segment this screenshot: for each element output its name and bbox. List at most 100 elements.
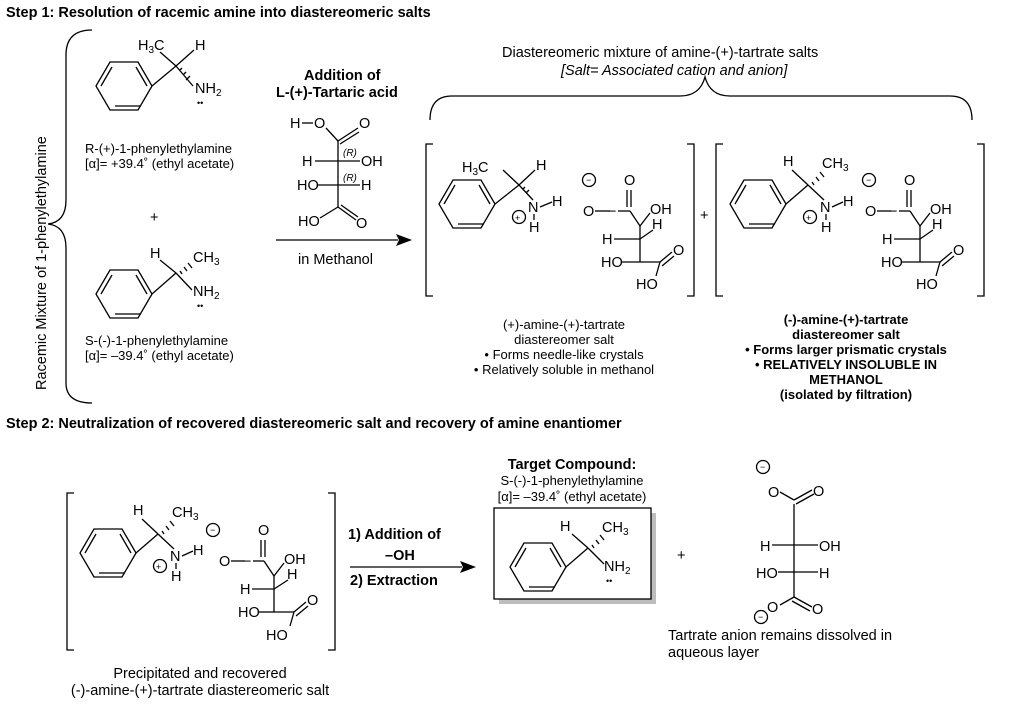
svg-text:O: O bbox=[767, 600, 778, 616]
svg-text:H: H bbox=[760, 539, 770, 555]
salt2-tartrate-anion: − O − O OH H H HO O HO bbox=[861, 172, 964, 293]
s-amine-name: S-(-)-1-phenylethylamine bbox=[85, 333, 228, 348]
svg-text:+: + bbox=[156, 562, 161, 572]
racemic-label: Racemic Mixture of 1-phenylethylamine bbox=[34, 136, 50, 390]
hashed-wedge bbox=[161, 520, 175, 535]
svg-text:H: H bbox=[302, 154, 312, 170]
svg-text:O: O bbox=[673, 243, 684, 259]
reaction-arrow-2-head bbox=[460, 561, 476, 573]
plus-sign-step2: + bbox=[677, 548, 685, 564]
r-amine-structure: H3C H NH2 •• bbox=[95, 38, 222, 111]
svg-text:−: − bbox=[210, 525, 215, 535]
svg-text:HO: HO bbox=[636, 277, 658, 293]
plus-sign: + bbox=[150, 210, 158, 226]
svg-text:H: H bbox=[783, 154, 793, 170]
svg-text:N: N bbox=[820, 200, 830, 216]
salt2-cation: H CH3 N H H + bbox=[729, 154, 853, 236]
svg-text:H: H bbox=[932, 217, 942, 233]
svg-text:H: H bbox=[821, 220, 831, 236]
svg-text:H: H bbox=[602, 232, 612, 248]
anion-label-1: Tartrate anion remains dissolved in bbox=[668, 628, 892, 644]
recovered-label-1: Precipitated and recovered bbox=[113, 666, 286, 682]
acid-label-1: Addition of bbox=[304, 68, 381, 84]
svg-text:O: O bbox=[904, 173, 915, 189]
svg-text:O: O bbox=[865, 204, 876, 220]
svg-text:H: H bbox=[560, 519, 570, 535]
svg-text:H: H bbox=[240, 582, 250, 598]
svg-text:−: − bbox=[243, 554, 251, 570]
svg-text:H: H bbox=[133, 503, 143, 519]
svg-text:−: − bbox=[586, 175, 591, 185]
svg-text:H: H bbox=[195, 38, 205, 54]
reaction-arrow-1-head bbox=[396, 234, 412, 246]
svg-text:O: O bbox=[307, 593, 318, 609]
svg-text:N: N bbox=[170, 549, 180, 565]
svg-text:(isolated by filtration): (isolated by filtration) bbox=[780, 387, 912, 402]
recovered-bracket-right bbox=[328, 492, 336, 651]
recovered-cation: H CH3 N H H + bbox=[79, 503, 203, 585]
mixture-brace bbox=[429, 74, 973, 121]
recovered-bracket-left bbox=[66, 492, 74, 651]
svg-text:METHANOL: METHANOL bbox=[809, 372, 883, 387]
svg-text:••: •• bbox=[606, 576, 612, 586]
svg-text:••: •• bbox=[197, 98, 203, 108]
svg-text:CH3: CH3 bbox=[822, 156, 849, 174]
hashed-wedge bbox=[179, 262, 193, 275]
r-amine-name: R-(+)-1-phenylethylamine bbox=[85, 141, 232, 156]
svg-text:O: O bbox=[359, 116, 370, 132]
svg-text:HO: HO bbox=[266, 628, 288, 644]
svg-text:diastereomer salt: diastereomer salt bbox=[792, 327, 900, 342]
svg-text:O: O bbox=[356, 216, 367, 232]
salt1-cation: H3C H N H H + bbox=[438, 158, 562, 236]
svg-text:−: − bbox=[758, 612, 763, 622]
svg-text:OH: OH bbox=[361, 154, 383, 170]
svg-text:(R): (R) bbox=[343, 148, 357, 159]
recovered-tartrate-anion: − O − O OH H H HO O HO bbox=[205, 522, 318, 644]
svg-text:diastereomer salt: diastereomer salt bbox=[514, 332, 614, 347]
anion-label-2: aqueous layer bbox=[668, 645, 759, 661]
step1-title: Step 1: Resolution of racemic amine into… bbox=[6, 5, 431, 21]
svg-text:CH3: CH3 bbox=[602, 520, 629, 538]
svg-text:+: + bbox=[515, 213, 520, 223]
reagent-label-2: –OH bbox=[385, 548, 415, 564]
svg-text:HO: HO bbox=[756, 566, 778, 582]
svg-text:H: H bbox=[882, 232, 892, 248]
svg-text:H: H bbox=[171, 569, 181, 585]
svg-text:−: − bbox=[866, 175, 871, 185]
salt2-bracket-left bbox=[715, 143, 723, 297]
solvent-label: in Methanol bbox=[298, 252, 373, 268]
mixture-label-1: Diastereomeric mixture of amine-(+)-tart… bbox=[502, 45, 818, 61]
svg-text:HO: HO bbox=[916, 277, 938, 293]
svg-text:OH: OH bbox=[284, 552, 306, 568]
svg-text:H: H bbox=[529, 220, 539, 236]
svg-text:(R): (R) bbox=[343, 173, 357, 184]
svg-text:OH: OH bbox=[819, 539, 841, 555]
s-amine-rotation: [α]= –39.4˚ (ethyl acetate) bbox=[85, 348, 234, 363]
svg-text:−: − bbox=[608, 204, 616, 220]
svg-text:H3C: H3C bbox=[462, 160, 489, 178]
mixture-label-2: [Salt= Associated cation and anion] bbox=[560, 63, 788, 79]
svg-text:(+)-amine-(+)-tartrate: (+)-amine-(+)-tartrate bbox=[503, 317, 625, 332]
svg-text:O: O bbox=[314, 116, 325, 132]
svg-text:CH3: CH3 bbox=[172, 505, 199, 523]
svg-text:• Forms larger prismatic cryst: • Forms larger prismatic crystals bbox=[745, 342, 947, 357]
svg-text:O: O bbox=[812, 602, 823, 618]
svg-text:O: O bbox=[583, 204, 594, 220]
svg-text:H: H bbox=[652, 217, 662, 233]
salt1-bracket-right bbox=[687, 143, 695, 297]
svg-text:−: − bbox=[760, 462, 765, 472]
svg-text:O: O bbox=[953, 243, 964, 259]
salt1-description: (+)-amine-(+)-tartrate diastereomer salt… bbox=[474, 317, 654, 377]
svg-text:NH2: NH2 bbox=[193, 284, 220, 302]
svg-text:HO: HO bbox=[238, 605, 260, 621]
svg-text:HO: HO bbox=[601, 255, 623, 271]
target-title: Target Compound: bbox=[508, 457, 637, 473]
svg-text:OH: OH bbox=[650, 202, 672, 218]
target-rotation: [α]= –39.4˚ (ethyl acetate) bbox=[498, 489, 647, 504]
reagent-label-1: 1) Addition of bbox=[348, 527, 441, 543]
tartaric-acid-structure: H O O (R) H OH (R) HO H HO O bbox=[290, 116, 383, 232]
plus-sign-salts: + bbox=[700, 208, 708, 224]
svg-text:• RELATIVELY INSOLUBLE IN: • RELATIVELY INSOLUBLE IN bbox=[755, 357, 937, 372]
svg-text:N: N bbox=[528, 200, 538, 216]
